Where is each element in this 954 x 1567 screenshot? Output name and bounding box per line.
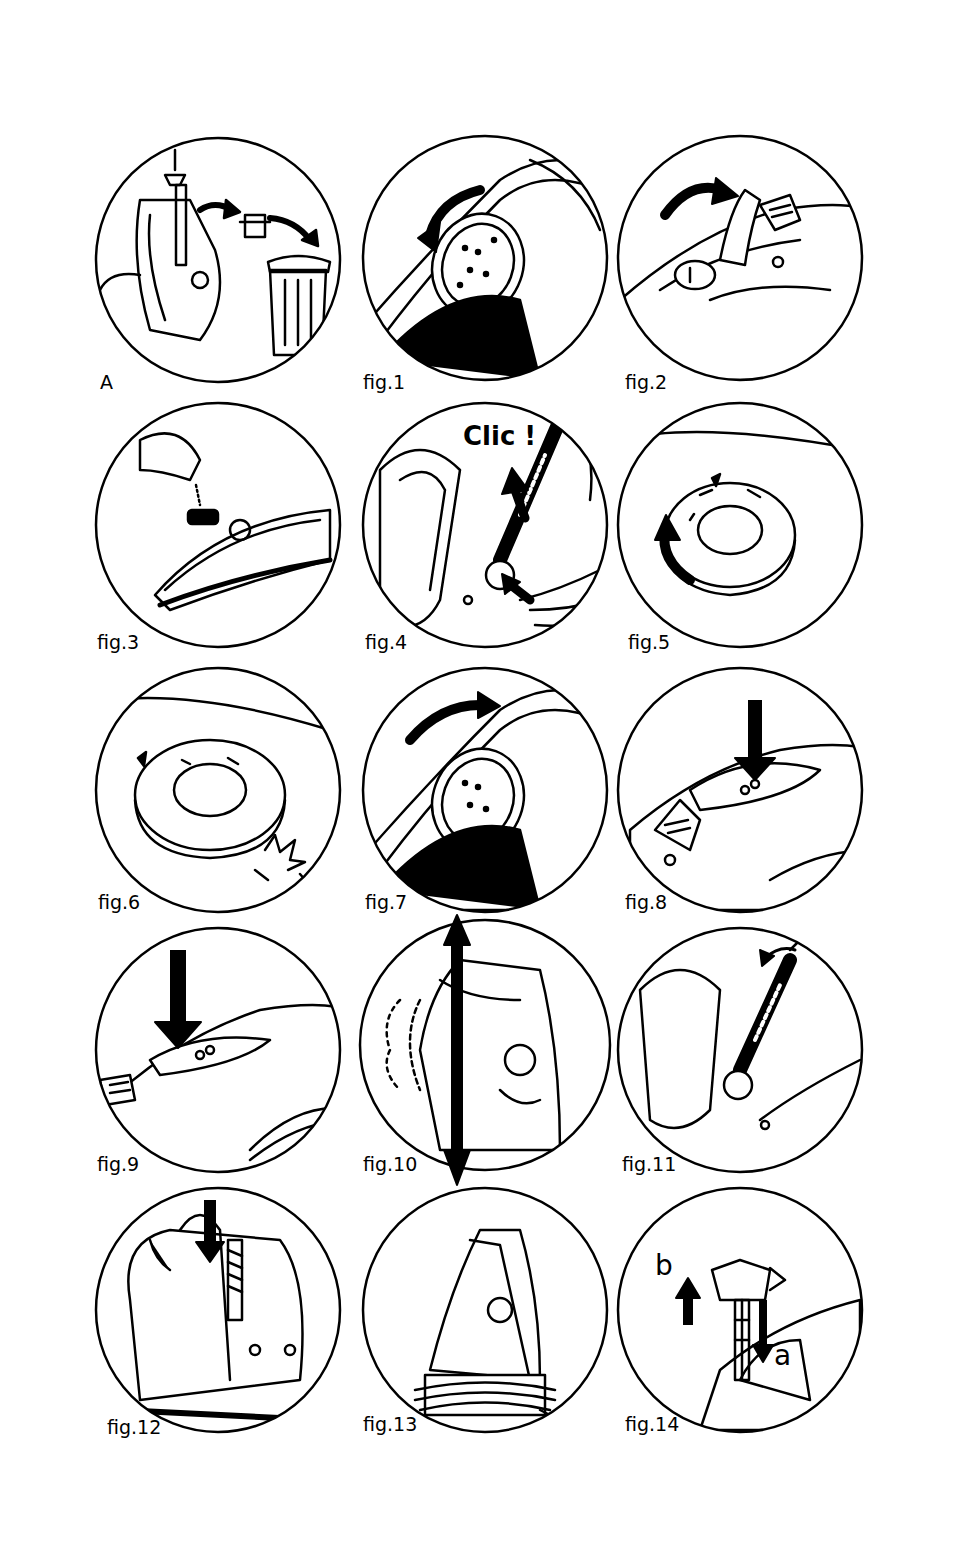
figure-label: fig.10 (363, 1155, 417, 1174)
figure-label: fig.2 (625, 373, 667, 392)
figure-label: fig.6 (98, 893, 140, 912)
figure-label: fig.5 (628, 633, 670, 652)
figure-label: fig.3 (97, 633, 139, 652)
figure-label: fig.11 (622, 1155, 676, 1174)
figure-label: fig.14 (625, 1415, 679, 1434)
part-letter: a (774, 1342, 791, 1370)
figure-label: fig.13 (363, 1415, 417, 1434)
figure-label: fig.4 (365, 633, 407, 652)
figure-label: A (100, 373, 113, 392)
figure-label: fig.9 (97, 1155, 139, 1174)
figure-label: fig.7 (365, 893, 407, 912)
part-letter: b (655, 1252, 673, 1280)
click-callout: Clic ! (463, 423, 536, 449)
figure-label: fig.12 (107, 1418, 161, 1437)
figure-label: fig.1 (363, 373, 405, 392)
figure-label: fig.8 (625, 893, 667, 912)
